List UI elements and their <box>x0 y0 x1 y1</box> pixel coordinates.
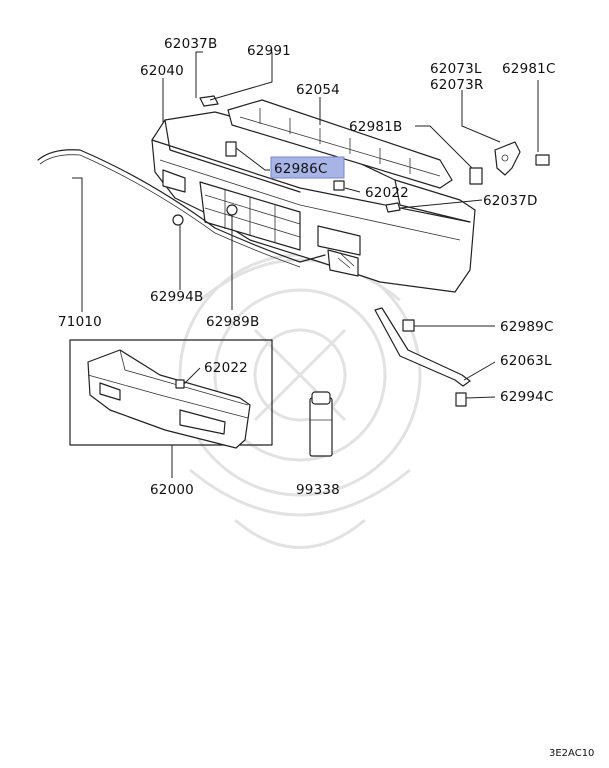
label-71010: 71010 <box>58 314 102 330</box>
label-62981c: 62981C <box>502 61 556 77</box>
label-62037b: 62037B <box>164 36 217 52</box>
label-62022-top: 62022 <box>365 185 409 201</box>
label-62989c: 62989C <box>500 319 554 335</box>
label-62986c: 62986C <box>274 161 328 177</box>
bumper-stay <box>374 307 471 387</box>
fasteners <box>172 95 550 407</box>
bumper-molding-strip <box>37 149 326 263</box>
label-62989b: 62989B <box>206 314 259 330</box>
touch-up-paint-bottle <box>309 391 333 457</box>
highlight-62986c <box>270 156 345 179</box>
label-62994b: 62994B <box>150 289 203 305</box>
diagram-code: 3E2AC10 <box>549 748 594 759</box>
label-62073l: 62073L <box>430 61 482 77</box>
label-62981b: 62981B <box>349 119 402 135</box>
label-62991: 62991 <box>247 43 291 59</box>
label-62040: 62040 <box>140 63 184 79</box>
side-bracket <box>494 141 521 176</box>
label-99338: 99338 <box>296 482 340 498</box>
label-62054: 62054 <box>296 82 340 98</box>
label-62022-inset: 62022 <box>204 360 248 376</box>
label-62063l: 62063L <box>500 353 552 369</box>
label-62073r: 62073R <box>430 77 484 93</box>
front-bumper-cover <box>151 111 476 293</box>
bumper-assembly-62000 <box>87 349 251 449</box>
label-62000: 62000 <box>150 482 194 498</box>
label-62994c: 62994C <box>500 389 554 405</box>
label-62037d: 62037D <box>483 193 538 209</box>
assembly-inset-box <box>69 339 273 446</box>
leader-lines <box>72 51 539 478</box>
bumper-reinforcement <box>227 99 453 189</box>
